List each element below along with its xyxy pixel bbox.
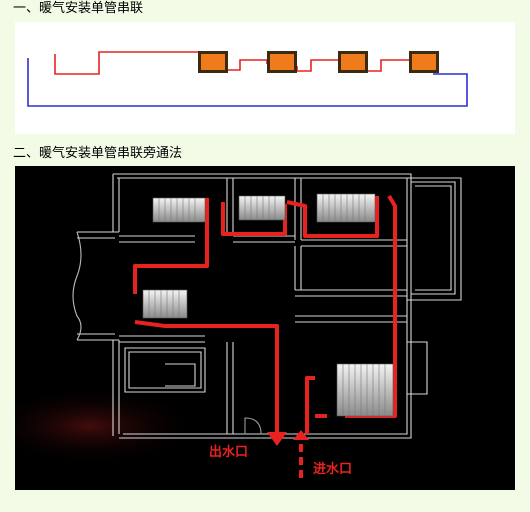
radiator (316, 193, 376, 223)
radiator (152, 197, 206, 223)
series-pipe-svg (27, 51, 468, 107)
radiator (409, 51, 439, 73)
glow-effect (15, 386, 200, 466)
supply-pipe-segment (366, 59, 412, 72)
section-heading-series: 一、暖气安装单管串联 (13, 1, 144, 16)
inlet-label: 进水口 (313, 461, 352, 477)
series-pipe-diagram (15, 22, 515, 134)
radiator (336, 363, 394, 417)
outlet-arrow (267, 406, 287, 446)
bypass-floor-plan: 出水口 进水口 (15, 166, 515, 490)
outlet-label: 出水口 (209, 444, 248, 460)
radiator (238, 195, 286, 221)
supply-pipe (54, 51, 201, 75)
radiator (338, 51, 368, 73)
walls (72, 173, 462, 439)
floor-plan-svg: 出水口 进水口 (15, 173, 462, 478)
supply-pipe-segment (226, 59, 268, 71)
supply-pipe-segment (296, 59, 341, 72)
radiator (267, 51, 297, 73)
radiator (142, 289, 188, 319)
section-heading-bypass: 二、暖气安装单管串联旁通法 (13, 146, 183, 161)
inlet-arrow (293, 430, 309, 478)
return-pipe (27, 58, 468, 107)
radiator (198, 51, 228, 73)
